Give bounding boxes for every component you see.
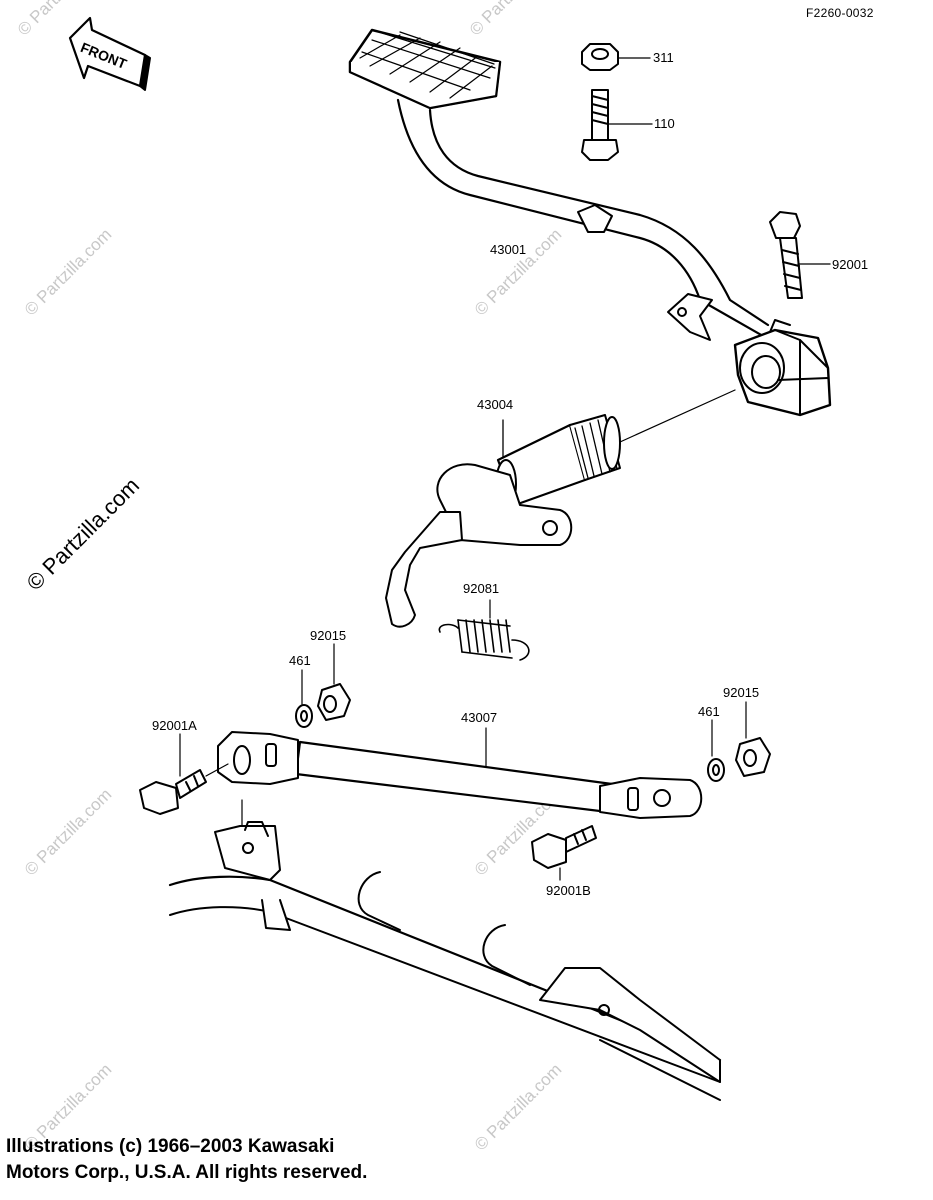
brake-shaft-icon [385,389,736,628]
part-label-43007: 43007 [461,710,498,725]
nut-92015-right-icon [735,701,771,777]
part-label-92015-left: 92015 [310,628,347,643]
front-arrow-icon [68,16,151,91]
bolt-92001A-icon [139,733,229,815]
part-label-92001A: 92001A [152,718,197,733]
part-label-92001: 92001 [832,257,869,272]
copyright-line-2: Motors Corp., U.S.A. All rights reserved… [6,1162,368,1183]
part-label-110: 110 [654,116,675,131]
part-label-92081: 92081 [463,581,500,596]
nut-92015-left-icon [317,643,351,721]
nut-311-icon [581,43,651,71]
part-label-43001: 43001 [490,242,527,257]
brake-rod-icon [217,727,703,819]
bolt-110-icon [581,89,653,161]
part-label-92001B: 92001B [546,883,591,898]
washer-461-left-icon [295,669,313,728]
spring-92081-icon [438,599,530,661]
part-label-92015-right: 92015 [723,685,760,700]
part-label-311: 311 [653,50,674,65]
part-label-461-right: 461 [698,704,720,719]
bolt-92001-icon [769,211,831,299]
part-label-43004: 43004 [477,397,514,412]
diagram-code: F2260-0032 [806,6,874,20]
copyright-line-1: Illustrations (c) 1966–2003 Kawasaki [6,1136,335,1157]
pedal-clamp-icon [733,319,832,417]
frame-icon [168,799,722,1101]
bolt-92001B-icon [531,825,597,881]
part-label-461-left: 461 [289,653,311,668]
brake-pedal-icon [348,28,772,342]
washer-461-right-icon [707,719,725,782]
